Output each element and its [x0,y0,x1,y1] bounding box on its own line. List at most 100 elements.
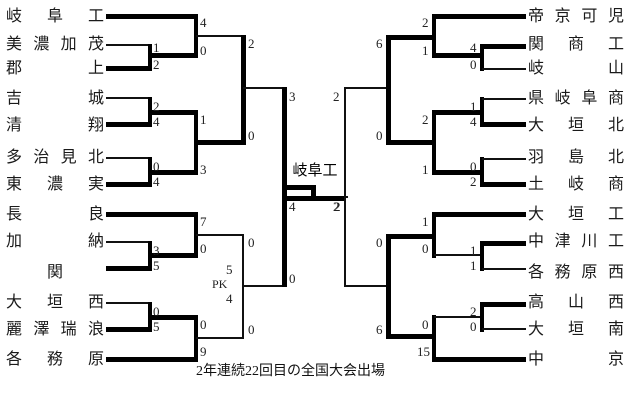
score-right-r2d-top: 0 [422,317,429,332]
champion-label: 岐阜工 [292,163,338,179]
team-label-left-7: 東 濃 実 [6,176,104,193]
line-right-r1d-v [480,241,484,271]
score-left-r2a-bot: 0 [200,43,207,58]
score-right-sf-bot: 2 [333,199,340,214]
team-label-right-6: 羽 島 北 [528,149,624,166]
team-label-left-5: 清 翔 [6,117,104,134]
line-right-r2b-in-top [434,110,482,115]
score-right-q1-bot: 0 [376,128,383,143]
line-left-t1-h [106,14,198,19]
team-label-left-10: 関 [46,264,63,281]
line-right-r2a-in-top [434,14,526,19]
line-right-r1e-v [480,302,484,332]
score-right-r2c-top: 1 [422,214,429,229]
score-right-r1c-top: 0 [470,159,477,174]
score-right-r2a-bot: 1 [422,43,429,58]
score-right-r2b-top: 2 [422,112,429,127]
score-left-r2b-top: 1 [200,112,207,127]
line-right-sf-in-bot [346,285,388,287]
line-right-r1c-in-bot [482,182,526,187]
team-label-right-4: 県 岐 阜 商 [528,90,624,107]
team-label-left-3: 郡 上 [6,60,104,77]
score-left-r1d-bot: 5 [153,258,160,273]
line-left-t12-h [106,327,150,332]
line-left-r2c-out [196,234,244,236]
score-right-q1-top: 6 [376,36,383,51]
line-right-sf-out [344,196,348,198]
line-right-q2-in-bot [386,334,434,339]
score-right-r2a-top: 2 [422,15,429,30]
score-final-right: 2 [334,199,341,214]
score-left-q2-pk-bot: 4 [226,291,233,306]
score-right-r1a-bot: 0 [470,57,477,72]
score-left-r2d-top: 0 [200,317,207,332]
line-right-r1a-v [480,44,484,71]
line-left-r1c-out [150,170,198,175]
team-label-left-9: 加 納 [6,233,104,250]
score-left-r2c-top: 7 [200,214,207,229]
line-right-q2-v [386,234,391,339]
score-left-r1e-top: 0 [153,304,160,319]
team-label-right-2: 関 商 工 [528,36,624,53]
line-right-q1-in-bot [386,140,434,145]
line-left-r1a-out [150,53,198,58]
line-left-sf-out [284,185,312,190]
line-left-t2-h [106,44,150,46]
line-left-t11-h [106,302,150,304]
line-right-sf-in-top [346,87,388,89]
team-label-right-9: 中 津 川 工 [528,233,624,250]
score-left-q1-top: 2 [248,36,255,51]
line-right-r2a-in-bot [434,53,482,58]
score-right-q2-bot: 6 [376,322,383,337]
line-right-r2a-v [432,14,436,58]
line-left-r1e-out [150,315,198,320]
line-right-r1e-in-top [482,302,526,307]
score-left-q2-pk-top: 5 [226,262,233,277]
score-left-r2d-bot: 9 [200,344,207,359]
line-right-r1b-in-bot [482,122,526,127]
line-right-r1d-in-top [482,241,526,246]
line-right-q1-in-top [386,35,434,40]
score-right-r1b-top: 1 [470,99,477,114]
team-label-left-2: 美 濃 加 茂 [6,36,104,53]
team-label-right-8: 大 垣 工 [528,206,624,223]
line-right-r1a-in-bot [482,68,526,70]
team-label-right-1: 帝 京 可 児 [528,8,624,25]
team-label-left-12: 麗 澤 瑞 浪 [6,321,104,338]
line-left-q2-out [243,285,285,287]
score-left-q1-bot: 0 [248,128,255,143]
score-left-r1b-top: 2 [153,99,160,114]
team-label-right-11: 高 山 西 [528,294,624,311]
team-label-right-5: 大 垣 北 [528,117,624,134]
score-left-q2-top: 0 [248,235,255,250]
score-right-r2c-bot: 0 [422,241,429,256]
score-right-r1b-bot: 4 [470,114,477,129]
score-right-sf-top: 2 [333,89,340,104]
score-right-r1e-bot: 0 [470,319,477,334]
line-left-t4-h [106,97,150,99]
score-left-r2b-bot: 3 [200,162,207,177]
team-label-left-1: 岐 阜 工 [6,8,104,25]
score-left-q2-bot: 0 [248,322,255,337]
score-right-q2-top: 0 [376,235,383,250]
team-label-right-13: 中 京 [528,351,624,368]
score-left-r1a-top: 1 [153,40,160,55]
score-left-r1c-top: 0 [153,159,160,174]
line-left-r2b-out [196,140,244,145]
line-right-r2d-in-bot [434,357,526,362]
score-left-r2a-top: 4 [200,15,207,30]
line-left-q1-v [241,35,246,145]
line-left-t7-h [106,182,150,187]
line-right-q1-v [386,35,391,145]
line-right-r2d-v [432,315,436,362]
line-left-t8-h [106,212,198,217]
score-right-r1e-top: 2 [470,304,477,319]
team-label-left-6: 多 治 見 北 [6,149,104,166]
score-left-r1d-top: 3 [153,243,160,258]
score-left-r1e-bot: 5 [153,319,160,334]
line-left-t9-h [106,241,150,243]
line-left-r1d-out [150,253,198,258]
line-left-t13-h [106,357,198,362]
score-right-r1d-top: 1 [470,243,477,258]
